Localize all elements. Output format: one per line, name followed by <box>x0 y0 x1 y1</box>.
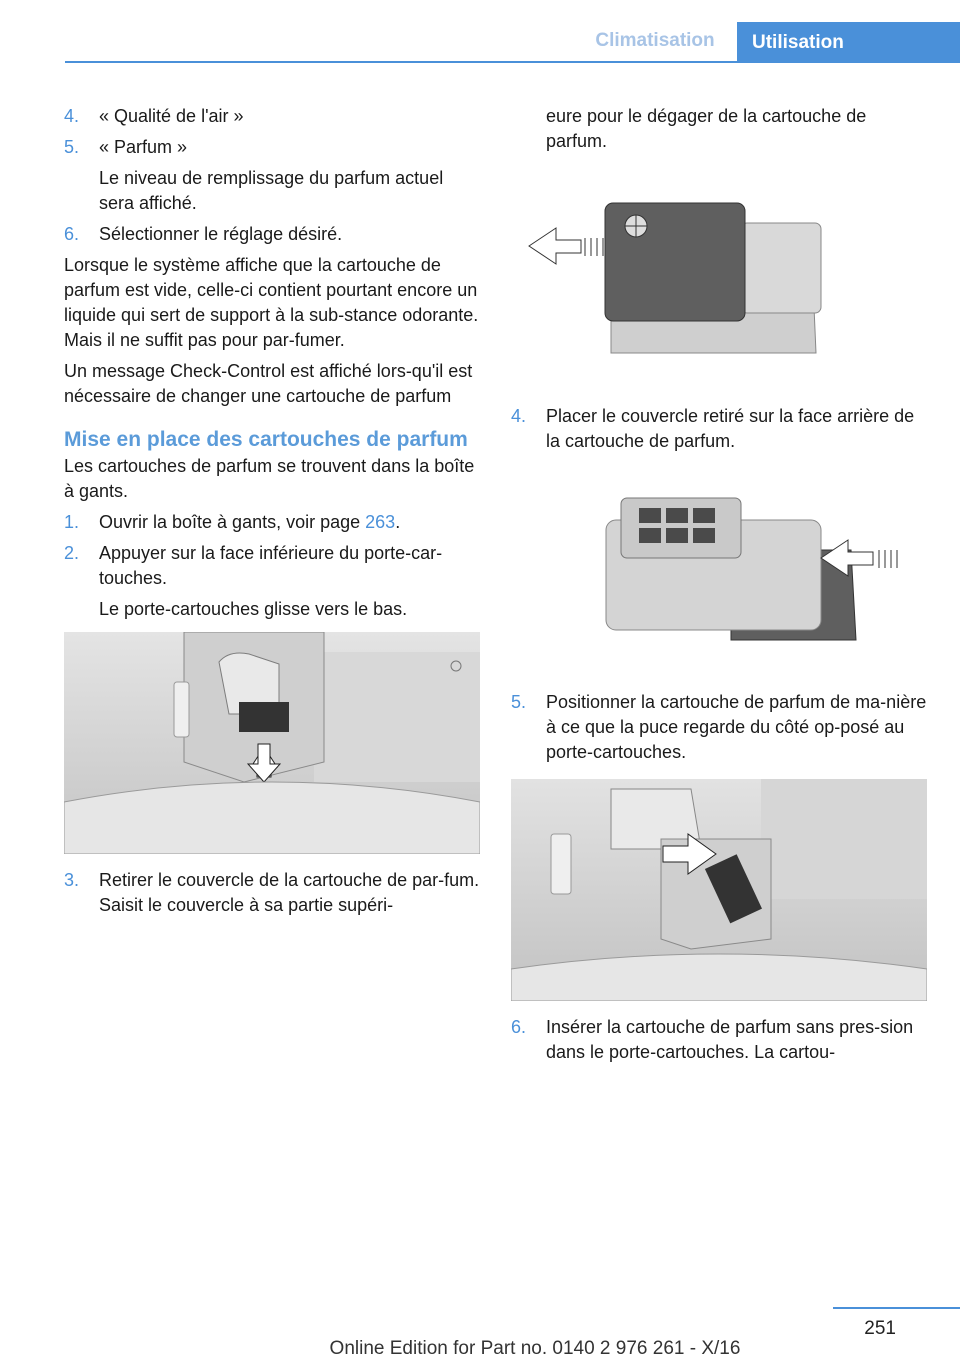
paragraph-check-control: Un message Check-Control est affiché lor… <box>64 361 473 406</box>
item-text: « Parfum » <box>99 137 188 157</box>
right-column: eure pour le dégager de la cartouche de … <box>511 104 927 1071</box>
item-number: 4. <box>64 106 80 126</box>
step-6: 6. Insérer la cartouche de parfum sans p… <box>511 1015 927 1065</box>
step-5: 5. Positionner la cartouche de parfum de… <box>511 690 927 765</box>
step-number: 5. <box>511 692 527 712</box>
cartridge-cover-removal-figure <box>511 198 927 358</box>
item-number: 6. <box>64 224 80 244</box>
footer-rule <box>833 1307 960 1309</box>
step-2: 2. Appuyer sur la face inférieure du por… <box>64 541 480 591</box>
item-5-subtext: Le niveau de remplissage du parfum actue… <box>99 168 444 213</box>
cartridge-position-figure <box>511 779 927 1001</box>
item-text: Sélectionner le réglage désiré. <box>99 224 343 244</box>
step-number: 4. <box>511 406 527 426</box>
step-number: 6. <box>511 1017 527 1037</box>
step-number: 3. <box>64 870 80 890</box>
header-section-title: Climatisation <box>595 30 715 51</box>
header-rule <box>65 61 960 63</box>
paragraph-location: Les cartouches de parfum se trouvent dan… <box>64 456 475 501</box>
step-2-subtext: Le porte-cartouches glisse vers le bas. <box>99 599 408 619</box>
step-number: 2. <box>64 543 80 563</box>
step-text: Positionner la cartouche de parfum de ma… <box>546 692 927 762</box>
step-text: Retirer le couvercle de la cartouche de … <box>99 870 480 915</box>
item-number: 5. <box>64 137 80 157</box>
section-heading: Mise en place des cartouches de parfum <box>64 428 468 451</box>
cover-placement-figure <box>511 490 927 650</box>
left-column: 4. « Qualité de l'air » 5. « Parfum » Le… <box>64 104 480 924</box>
page-reference-link[interactable]: 263 <box>365 512 396 532</box>
step-text: Placer le couvercle retiré sur la face a… <box>546 406 915 451</box>
header-tab-utilisation: Utilisation <box>737 22 960 62</box>
list-item-5: 5. « Parfum » <box>64 135 480 160</box>
step-1: 1. Ouvrir la boîte à gants, voir page 26… <box>64 510 480 535</box>
step-text: Ouvrir la boîte à gants, voir page 263. <box>99 512 401 532</box>
list-item-6: 6. Sélectionner le réglage désiré. <box>64 222 480 247</box>
list-item-4: 4. « Qualité de l'air » <box>64 104 480 129</box>
step-4: 4. Placer le couvercle retiré sur la fac… <box>511 404 927 454</box>
step-text: Insérer la cartouche de parfum sans pres… <box>546 1017 914 1062</box>
paragraph-empty-cartridge: Lorsque le système affiche que la cartou… <box>64 255 479 350</box>
item-text: « Qualité de l'air » <box>99 106 244 126</box>
step-3-continuation: eure pour le dégager de la cartouche de … <box>546 106 867 151</box>
page-number: 251 <box>864 1318 896 1339</box>
glovebox-figure <box>64 632 480 854</box>
step-number: 1. <box>64 512 80 532</box>
step-3: 3. Retirer le couvercle de la cartouche … <box>64 868 480 918</box>
step-text: Appuyer sur la face inférieure du porte-… <box>99 543 443 588</box>
edition-footer: Online Edition for Part no. 0140 2 976 2… <box>329 1338 741 1359</box>
